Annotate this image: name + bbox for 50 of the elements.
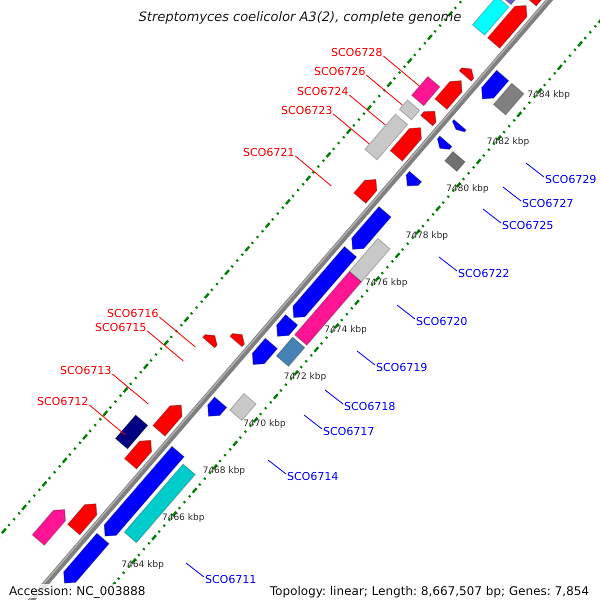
- leader-line: [294, 156, 332, 186]
- gene-label: SCO6726: [314, 66, 366, 77]
- gene-label: SCO6724: [297, 86, 348, 97]
- scale-label: 7470 kbp: [243, 420, 286, 429]
- leader-line: [526, 162, 544, 178]
- leader-line: [502, 186, 522, 202]
- leader-line: [438, 256, 458, 272]
- gene-label: SCO6720: [416, 316, 468, 327]
- gene-label: SCO6712: [37, 396, 88, 407]
- leader-line: [366, 74, 403, 106]
- scale-label: 7484 kbp: [527, 91, 570, 100]
- gene-label: SCO6721: [243, 147, 294, 158]
- scale-label: 7464 kbp: [121, 561, 164, 570]
- scale-label: 7478 kbp: [406, 232, 448, 241]
- gene-label: SCO6715: [95, 322, 146, 333]
- gene-label: SCO6719: [376, 362, 428, 373]
- leader-line: [332, 114, 370, 144]
- gene-label: SCO6727: [522, 198, 574, 209]
- gene-label: SCO6723: [281, 105, 332, 116]
- scale-label: 7482 kbp: [486, 138, 530, 147]
- scale-label: 7466 kbp: [162, 514, 204, 523]
- leader-line: [348, 94, 386, 126]
- leader-line: [482, 208, 502, 224]
- gene-label: SCO6722: [458, 268, 510, 279]
- leader-line: [396, 304, 416, 320]
- scale-label: 7472 kbp: [284, 373, 326, 382]
- gene-label: SCO6717: [323, 426, 374, 437]
- gene-label: SCO6725: [502, 220, 554, 231]
- leader-line: [356, 350, 376, 366]
- scale-label: 7476 kbp: [365, 279, 408, 288]
- leader-line: [268, 460, 286, 474]
- gene-label: SCO6716: [107, 308, 158, 319]
- leader-line: [146, 330, 184, 362]
- scale-label: 7480 kbp: [446, 185, 489, 194]
- map-title: Streptomyces coelicolor A3(2), complete genome: [138, 11, 462, 24]
- gene-label: SCO6728: [331, 47, 382, 58]
- gene-label: SCO6718: [344, 401, 396, 412]
- gene-label: SCO6714: [287, 471, 338, 482]
- gene-label: SCO6713: [60, 365, 112, 376]
- gene-label: SCO6711: [205, 574, 256, 585]
- leader-line: [324, 390, 344, 404]
- scale-label: 7474 kbp: [324, 326, 367, 335]
- leader-line: [186, 562, 204, 578]
- gene-label: SCO6729: [545, 174, 596, 185]
- leader-line: [382, 56, 420, 86]
- leader-line: [112, 374, 149, 404]
- scale-label: 7468 kbp: [202, 467, 245, 476]
- leader-line: [158, 316, 196, 348]
- leader-line: [88, 404, 126, 436]
- leader-line: [304, 414, 322, 430]
